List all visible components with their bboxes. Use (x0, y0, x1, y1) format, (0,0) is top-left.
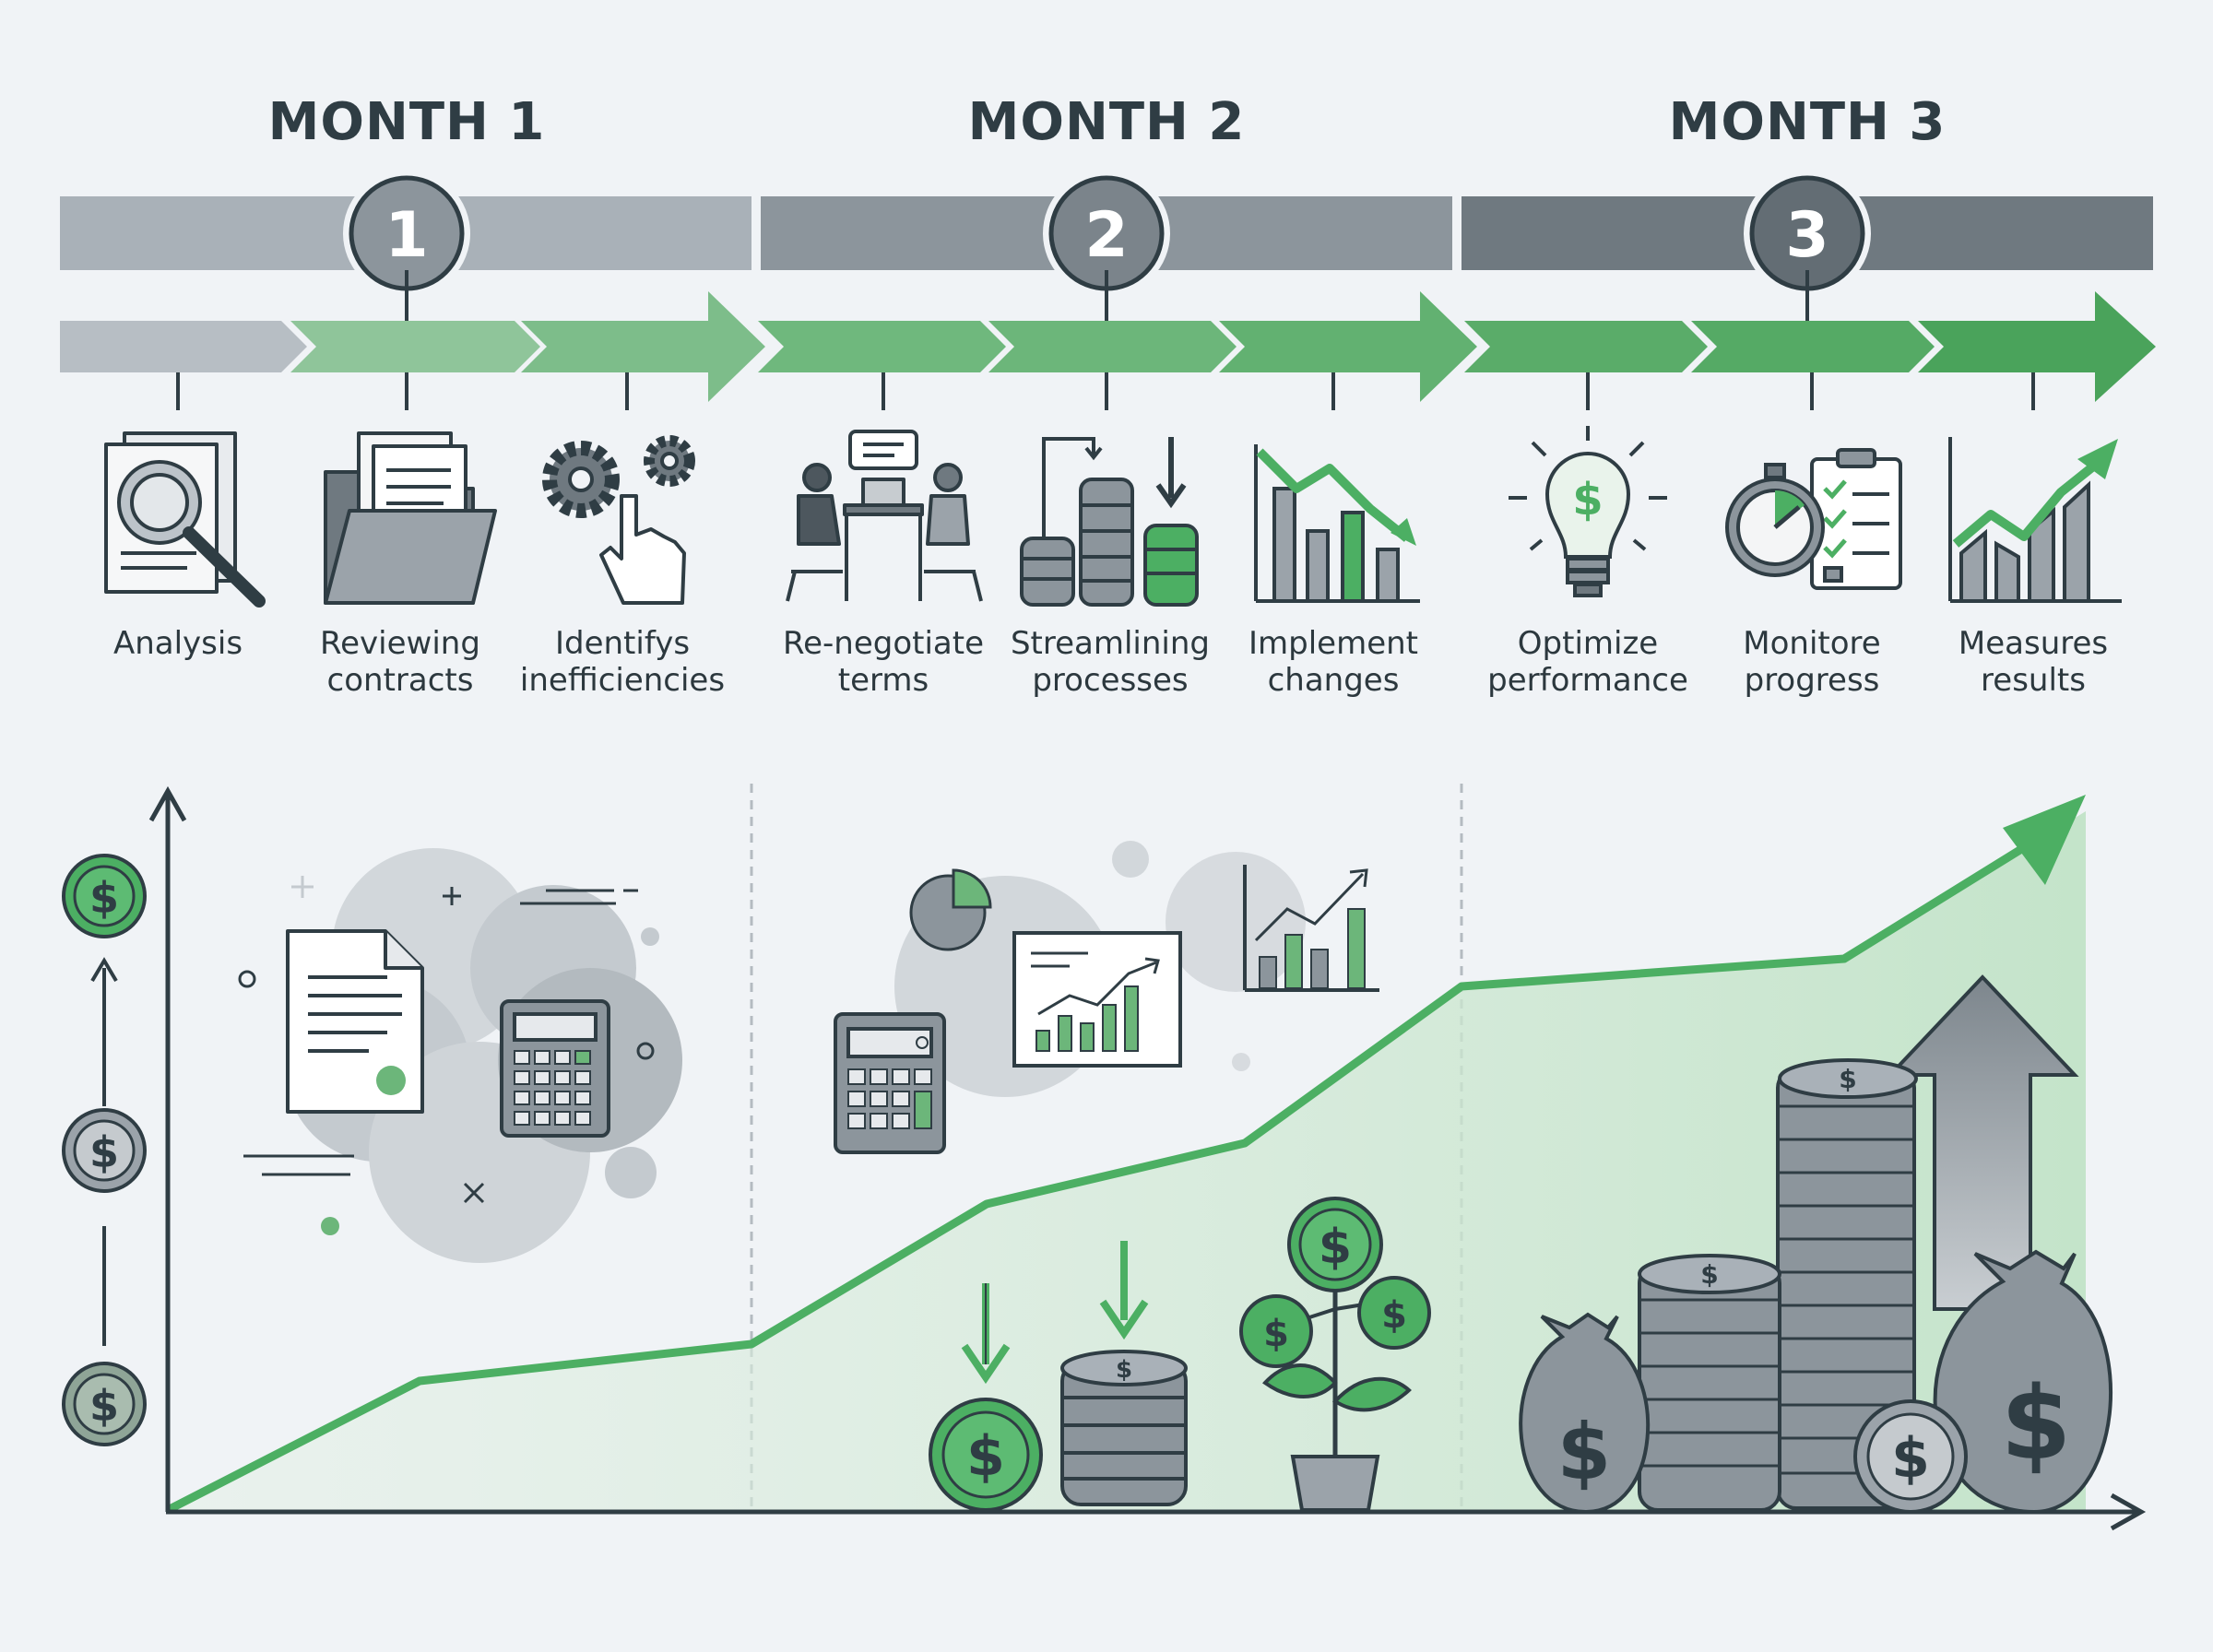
step-connectors (176, 270, 2035, 410)
chevron-7 (1464, 321, 1708, 372)
savings-coins-illustration: $ $ $ $ $ (929, 1197, 1431, 1512)
dollar-coin-icon: $ (62, 1362, 147, 1446)
chevron-2 (290, 321, 540, 372)
dollar-coin-icon: $ (929, 1398, 1043, 1512)
money-plant-icon: $ $ $ (1239, 1197, 1431, 1512)
step-label-monitor-progress: Monitore progress (1743, 625, 1881, 699)
dollar-coin-icon: $ (62, 1108, 147, 1193)
svg-text:$: $ (1319, 1220, 1352, 1275)
growth-line (165, 835, 2041, 1515)
calculator-icon (500, 999, 610, 1138)
chevron-8 (1691, 321, 1935, 372)
month-number-2: 2 (1084, 199, 1128, 272)
down-arrow-icon (961, 1283, 1011, 1385)
money-bag-icon: $ (1933, 1249, 2112, 1515)
svg-text:$: $ (2001, 1364, 2072, 1482)
stopwatch-checklist-icon (1725, 448, 1902, 590)
chevron-5 (988, 321, 1237, 372)
step-label-streamlining-processes: Streamlining processes (1010, 625, 1211, 699)
bar-chart-icon (1243, 865, 1379, 992)
svg-text:$: $ (1572, 474, 1603, 525)
svg-text:$: $ (1381, 1294, 1407, 1337)
svg-text:$: $ (89, 1381, 119, 1431)
money-bag-icon: $ (1519, 1312, 1651, 1515)
declining-chart-icon (1254, 444, 1420, 603)
svg-text:$: $ (89, 1127, 119, 1177)
calculator-icon (834, 1012, 946, 1154)
svg-text:$: $ (1263, 1313, 1289, 1355)
reports-illustration (834, 841, 1379, 1154)
chevron-6 (1219, 291, 1477, 402)
chevron-1 (60, 321, 307, 372)
meeting-people-icon (786, 430, 983, 602)
dollar-coin-icon: $ (62, 854, 147, 938)
folder-documents-icon (324, 431, 497, 605)
step-label-reviewing-contracts: Reviewing contracts (320, 625, 480, 699)
process-chevrons (60, 291, 2156, 402)
chevron-4 (758, 321, 1006, 372)
step-label-renegotiate-terms: Re-negotiate terms (783, 625, 984, 699)
step-label-measure-results: Measures results (1958, 625, 2109, 699)
svg-text:$: $ (1839, 1064, 1856, 1094)
svg-text:$: $ (1557, 1407, 1611, 1497)
step-label-implement-changes: Implement changes (1248, 625, 1418, 699)
coin-stack-icon: $ (1638, 1254, 1781, 1512)
step-label-identify-inefficiencies: Identifys inefficiencies (519, 625, 726, 699)
chevron-3 (521, 291, 765, 402)
step-label-optimize-performance: Optimize performance (1487, 625, 1688, 699)
month-circle-2: 2 (1043, 170, 1170, 297)
dollar-coin-icon: $ (1853, 1399, 1968, 1514)
pie-chart-icon (909, 868, 992, 951)
coin-stack-icon: $ (1060, 1350, 1188, 1506)
month-title-1: MONTH 1 (267, 92, 546, 152)
axis-coins: $ $ $ (62, 854, 147, 1446)
analysis-illustration (238, 848, 682, 1263)
growth-arrowhead (2003, 795, 2086, 885)
coin-stacks-icon (1020, 437, 1199, 607)
month-title-2: MONTH 2 (967, 92, 1246, 152)
month-number-3: 3 (1785, 199, 1828, 272)
month-markers: 1 2 3 (343, 170, 1871, 324)
document-icon (286, 929, 424, 1114)
month-circle-1: 1 (343, 170, 470, 297)
document-magnifier-icon (104, 431, 266, 608)
down-arrow-icon (1099, 1241, 1149, 1340)
svg-text:$: $ (1116, 1356, 1132, 1384)
results-illustration: $ $ $ $ (1519, 974, 2112, 1515)
gears-hand-icon (542, 435, 695, 605)
report-chart-icon (1012, 931, 1182, 1068)
svg-text:$: $ (89, 873, 119, 923)
svg-text:$: $ (1891, 1426, 1930, 1491)
rising-chart-icon (1948, 437, 2122, 603)
month-title-3: MONTH 3 (1668, 92, 1947, 152)
chevron-9 (1918, 291, 2156, 402)
month-number-1: 1 (385, 199, 428, 272)
step-label-analysis: Analysis (112, 625, 243, 662)
lightbulb-dollar-icon: $ (1509, 426, 1667, 597)
svg-text:$: $ (966, 1424, 1005, 1489)
coin-stack-icon: $ (1776, 1058, 1918, 1510)
svg-text:$: $ (1700, 1259, 1718, 1290)
